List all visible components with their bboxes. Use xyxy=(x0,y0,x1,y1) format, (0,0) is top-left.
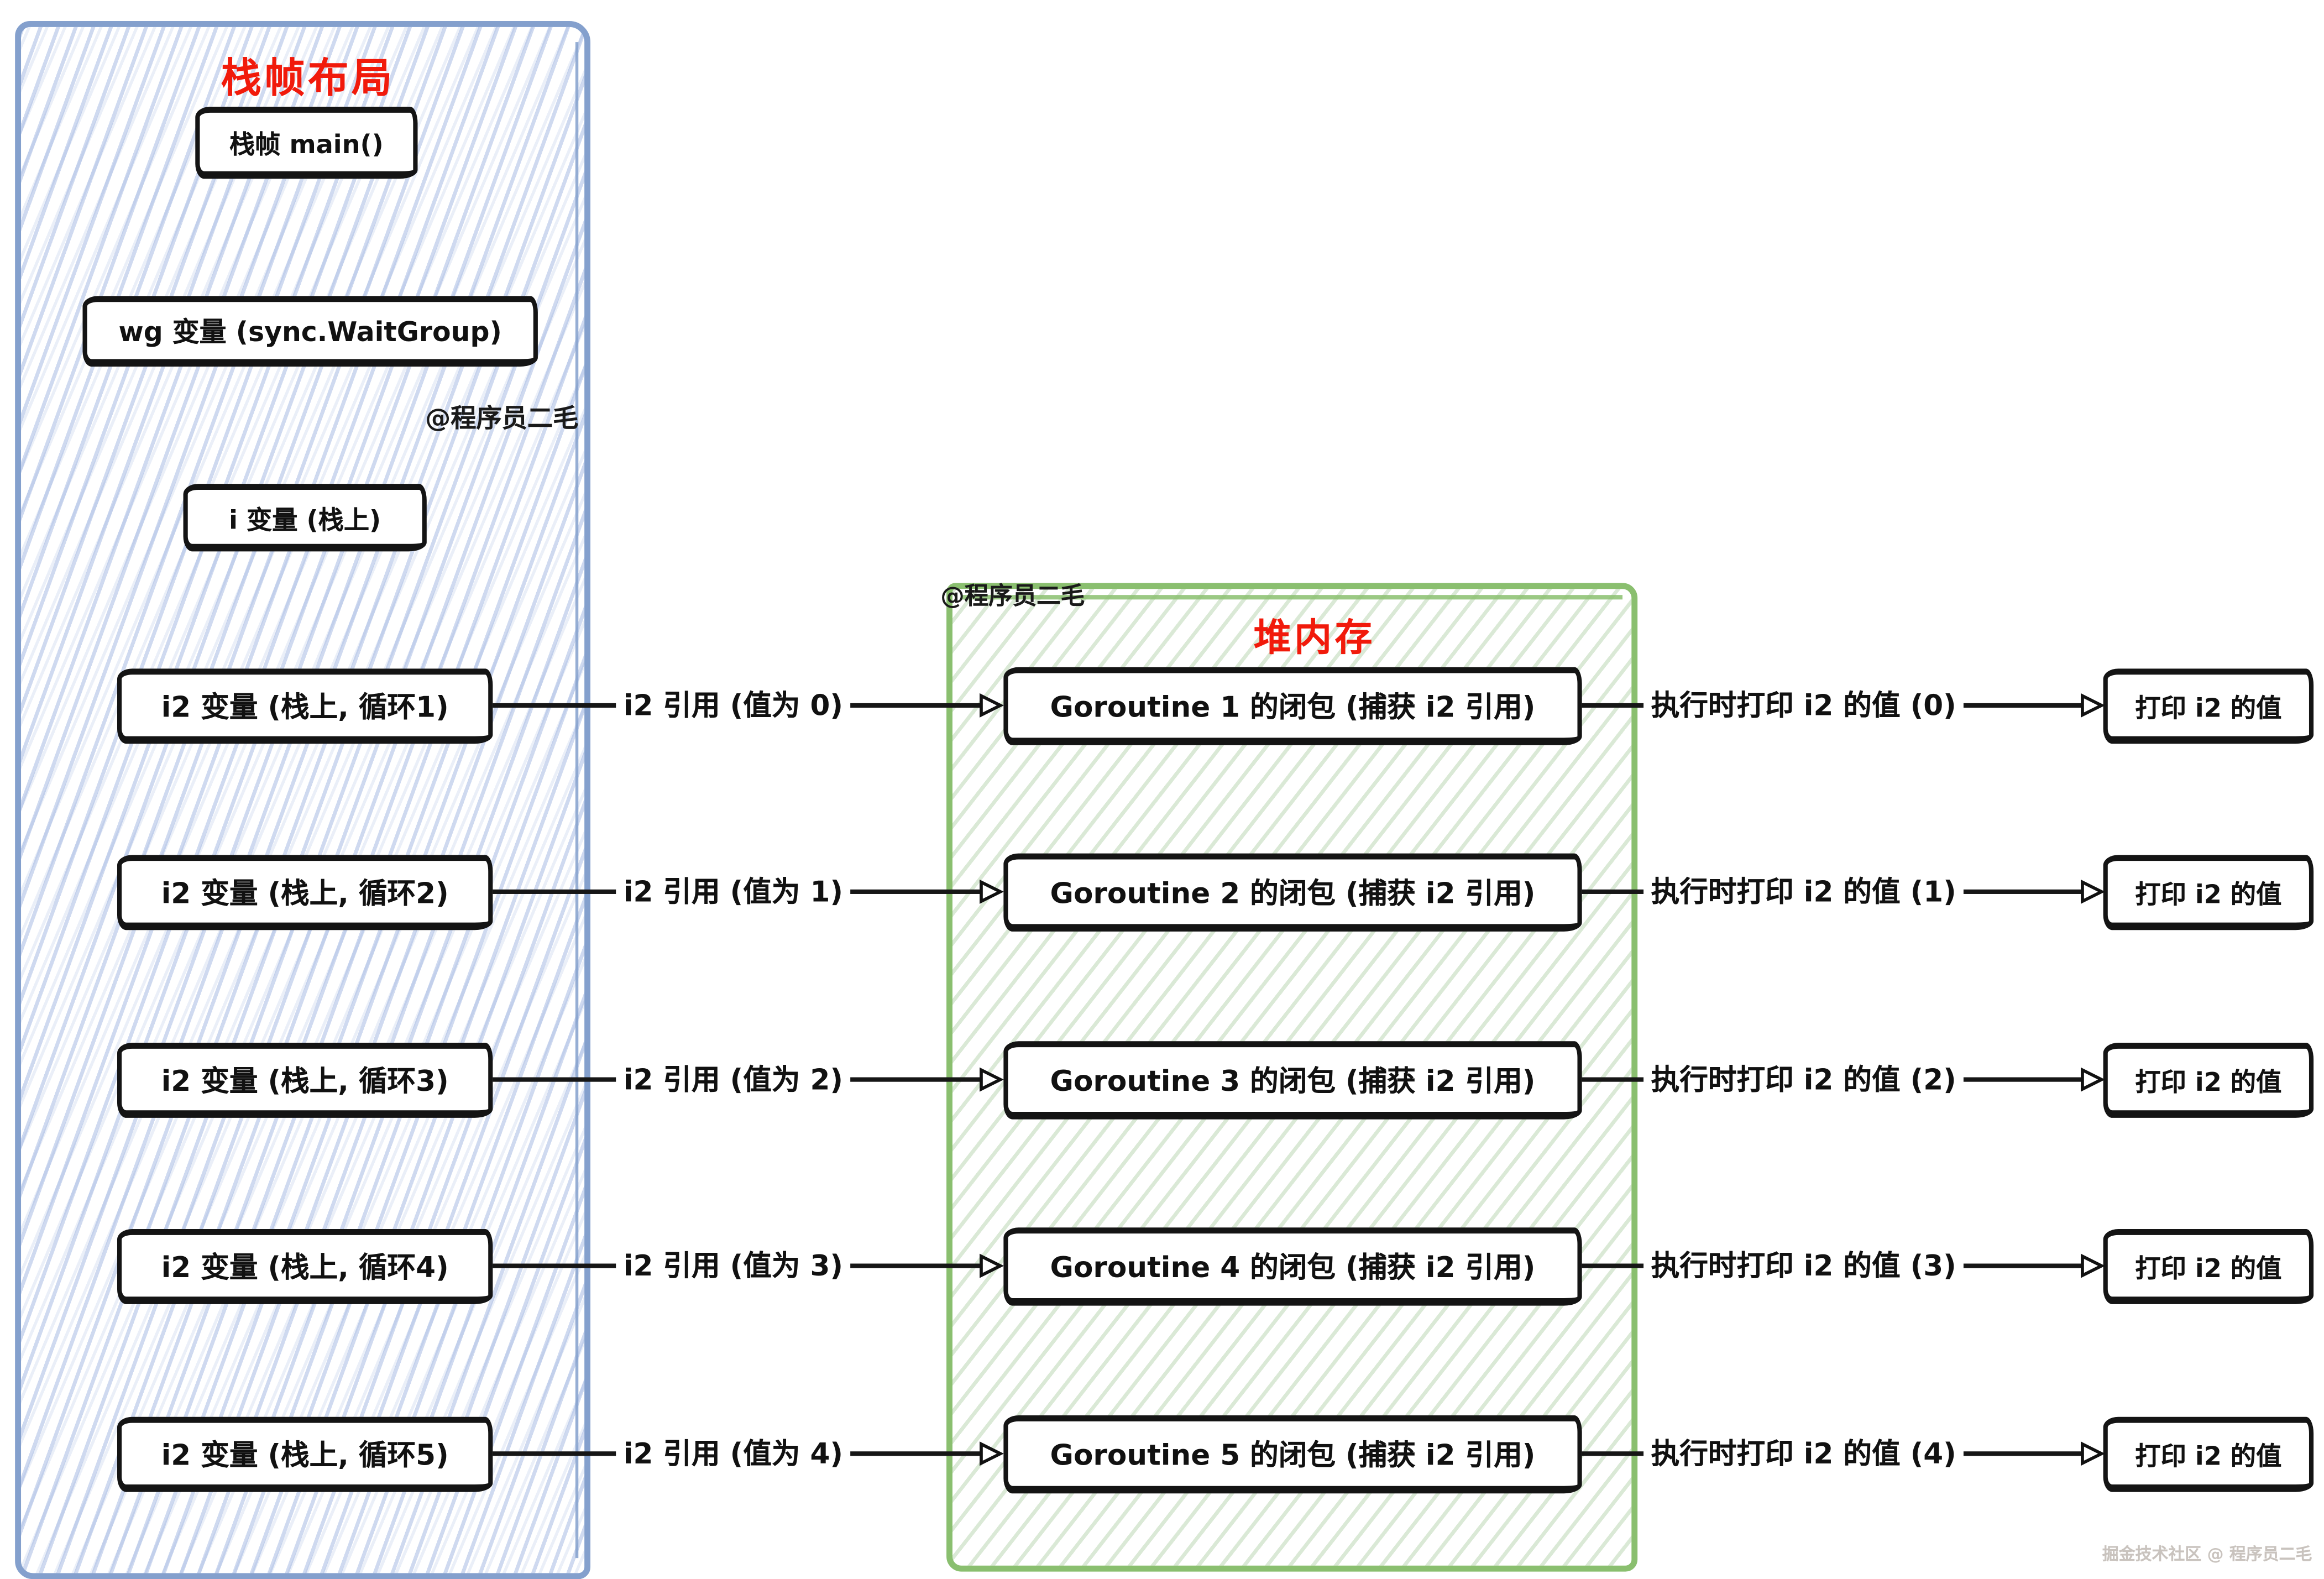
arrowhead-into-print-icon xyxy=(2081,1441,2105,1466)
print-value-box-1: 打印 i2 的值 xyxy=(2103,668,2314,744)
print-value-box-3: 打印 i2 的值 xyxy=(2103,1043,2314,1118)
goroutine-closure-box-5: Goroutine 5 的闭包 (捕获 i2 引用) xyxy=(1003,1415,1582,1494)
goroutine-closure-box-4: Goroutine 4 的闭包 (捕获 i2 引用) xyxy=(1003,1227,1582,1306)
print-value-box-4: 打印 i2 的值 xyxy=(2103,1228,2314,1304)
i2-ref-label: i2 引用 (值为 4) xyxy=(616,1431,851,1477)
community-watermark: 掘金技术社区 @ 程序员二毛 xyxy=(2102,1544,2312,1565)
wg-variable-box: wg 变量 (sync.WaitGroup) xyxy=(82,296,538,367)
arrowhead-into-heap-icon xyxy=(980,1441,1004,1466)
goroutine-closure-box-3: Goroutine 3 的闭包 (捕获 i2 引用) xyxy=(1003,1041,1582,1120)
exec-print-label: 执行时打印 i2 的值 (2) xyxy=(1643,1058,1964,1103)
goroutine-closure-box-1: Goroutine 1 的闭包 (捕获 i2 引用) xyxy=(1003,667,1582,745)
print-value-box-5: 打印 i2 的值 xyxy=(2103,1416,2314,1492)
author-watermark-stack: @程序员二毛 xyxy=(425,404,579,435)
i2-variable-box-3: i2 变量 (栈上, 循环3) xyxy=(117,1043,493,1118)
arrowhead-into-print-icon xyxy=(2081,1253,2105,1278)
print-value-box-2: 打印 i2 的值 xyxy=(2103,855,2314,930)
i2-variable-box-5: i2 变量 (栈上, 循环5) xyxy=(117,1416,493,1492)
i2-variable-box-4: i2 变量 (栈上, 循环4) xyxy=(117,1228,493,1304)
exec-print-label: 执行时打印 i2 的值 (1) xyxy=(1643,870,1964,916)
stack-panel-title: 栈帧布局 xyxy=(221,55,395,102)
stack-frame-panel xyxy=(15,21,591,1579)
i-variable-box: i 变量 (栈上) xyxy=(183,484,427,552)
exec-print-label: 执行时打印 i2 的值 (3) xyxy=(1643,1244,1964,1289)
arrowhead-into-heap-icon xyxy=(980,693,1004,718)
author-watermark-heap: @程序员二毛 xyxy=(940,581,1085,610)
exec-print-label: 执行时打印 i2 的值 (4) xyxy=(1643,1431,1964,1477)
arrowhead-into-heap-icon xyxy=(980,879,1004,904)
arrowhead-into-heap-icon xyxy=(980,1253,1004,1278)
arrowhead-into-print-icon xyxy=(2081,879,2105,904)
arrowhead-into-print-icon xyxy=(2081,693,2105,718)
i2-ref-label: i2 引用 (值为 1) xyxy=(616,870,851,916)
stack-frame-main-box: 栈帧 main() xyxy=(195,106,418,179)
heap-panel-title: 堆内存 xyxy=(1253,616,1375,660)
arrowhead-into-print-icon xyxy=(2081,1067,2105,1092)
i2-ref-label: i2 引用 (值为 3) xyxy=(616,1244,851,1289)
goroutine-closure-box-2: Goroutine 2 的闭包 (捕获 i2 引用) xyxy=(1003,853,1582,932)
i2-ref-label: i2 引用 (值为 2) xyxy=(616,1058,851,1103)
i2-ref-label: i2 引用 (值为 0) xyxy=(616,683,851,729)
i2-variable-box-2: i2 变量 (栈上, 循环2) xyxy=(117,855,493,930)
i2-variable-box-1: i2 变量 (栈上, 循环1) xyxy=(117,668,493,744)
exec-print-label: 执行时打印 i2 的值 (0) xyxy=(1643,683,1964,729)
arrowhead-into-heap-icon xyxy=(980,1067,1004,1092)
